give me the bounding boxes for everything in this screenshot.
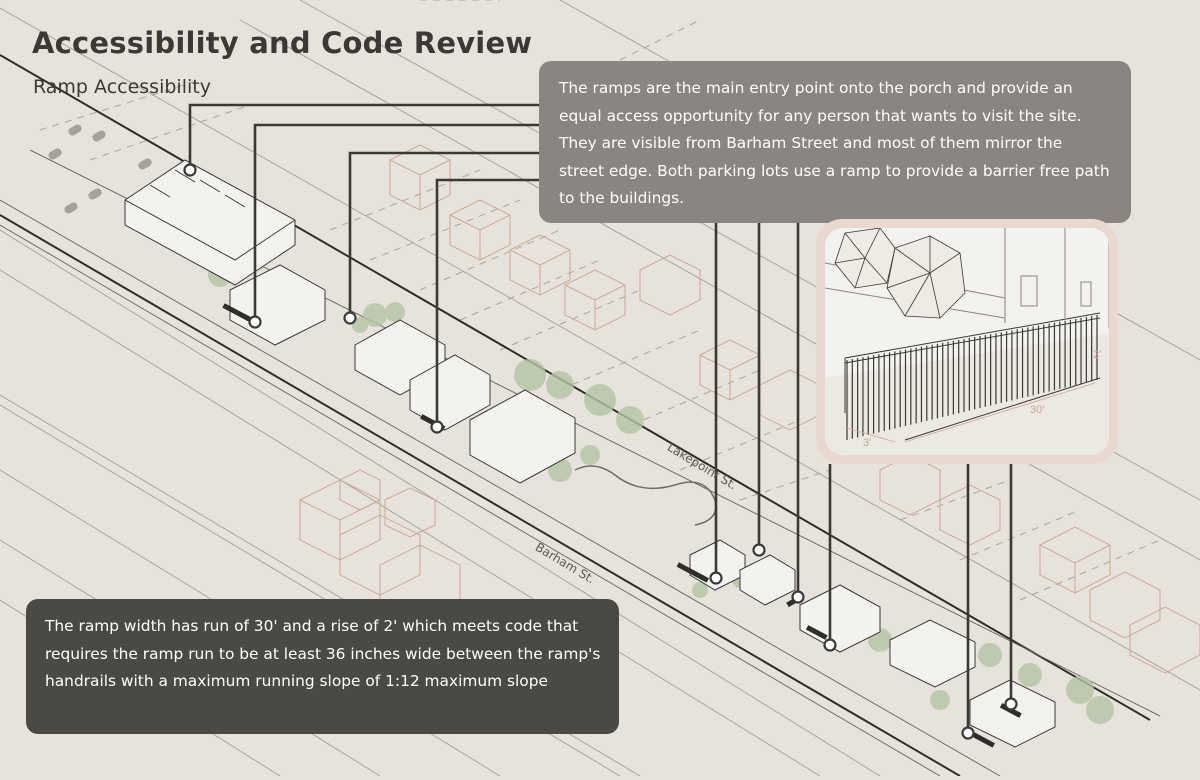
page-title: Accessibility and Code Review [32,26,533,60]
width-dimension-label: 3' [863,437,871,449]
ramp-code-callout: The ramp width has run of 30' and a rise… [26,599,619,734]
ramp-illustration: 2' 30' 3' [825,228,1109,455]
page-subtitle: Ramp Accessibility [33,76,211,98]
leader-endpoints [183,163,1018,740]
ramp-code-text: The ramp width has run of 30' and a rise… [45,617,601,690]
ramp-railing [844,312,1101,441]
leader-lines [188,103,1013,733]
ramp-photo: 2' 30' 3' [825,228,1109,455]
ramp-description-callout: The ramps are the main entry point onto … [539,61,1131,223]
winding-path [574,465,717,526]
run-dimension-label: 30' [1030,404,1044,416]
rise-dimension-label: 2' [1093,349,1101,361]
parked-cars [48,124,152,214]
ramp-photo-frame: 2' 30' 3' [816,219,1118,464]
ramp-description-text: The ramps are the main entry point onto … [559,79,1110,207]
